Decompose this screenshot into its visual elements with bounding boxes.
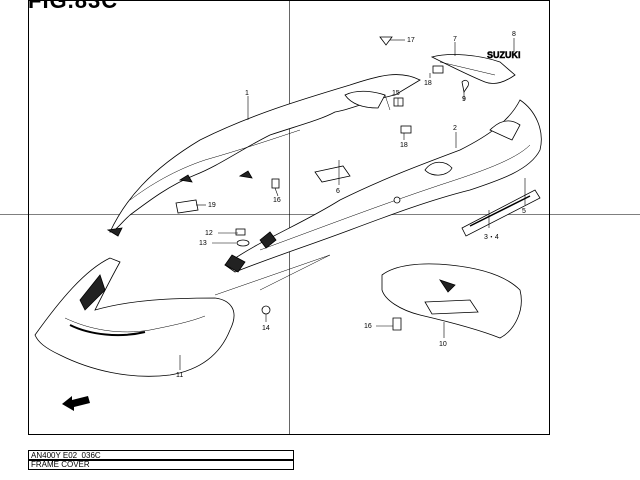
- callout-5: 5: [522, 208, 526, 215]
- callout-7: 7: [453, 36, 457, 43]
- fwd-arrow: FWD: [62, 396, 90, 411]
- part-1-side-cover: [106, 74, 421, 237]
- callout-19: 19: [208, 202, 216, 209]
- callout-16-lower: 16: [364, 323, 372, 330]
- part-11-front-cover: [34, 257, 235, 377]
- part-10-lower-cover: [381, 263, 522, 339]
- part-2-rear-cover: [224, 99, 542, 273]
- callout-10: 10: [439, 341, 447, 348]
- part-3-4-emblem: [461, 189, 541, 237]
- callout-1: 1: [245, 90, 249, 97]
- hardware-parts: [235, 36, 469, 331]
- callout-12: 12: [205, 230, 213, 237]
- callout-18-lower: 18: [400, 142, 408, 149]
- fwd-label: FWD: [77, 399, 86, 404]
- callout-6: 6: [336, 188, 340, 195]
- suzuki-logo: SUZUKI: [487, 50, 521, 61]
- callout-11: 11: [176, 372, 183, 379]
- callout-numbers: 1 2 3・4 5 6 7 8 9 10 11 12 13 14 15 16 1…: [176, 31, 526, 379]
- section-name-caption: FRAME COVER: [28, 459, 294, 470]
- model-code-caption: AN400Y E02_036C: [28, 450, 294, 461]
- callout-18-upper: 18: [424, 80, 432, 87]
- callout-14: 14: [262, 325, 270, 332]
- callout-8: 8: [512, 31, 516, 38]
- callout-2: 2: [453, 125, 457, 132]
- figure-title: FIG.83C: [28, 0, 119, 13]
- guide-lines: [214, 94, 391, 296]
- callout-15: 15: [392, 90, 400, 97]
- callout-16-upper: 16: [273, 197, 281, 204]
- diagram-frame: [28, 0, 550, 435]
- part-7-rear-piece: [430, 54, 516, 84]
- part-19-plate: [175, 199, 199, 214]
- callout-13: 13: [199, 240, 207, 247]
- callout-17: 17: [407, 37, 415, 44]
- callout-3-4: 3・4: [484, 234, 499, 241]
- callout-9: 9: [462, 96, 466, 103]
- suzuki-logo-text: SUZUKI: [487, 50, 521, 60]
- part-6-plate: [314, 165, 351, 183]
- leader-lines: [179, 38, 526, 370]
